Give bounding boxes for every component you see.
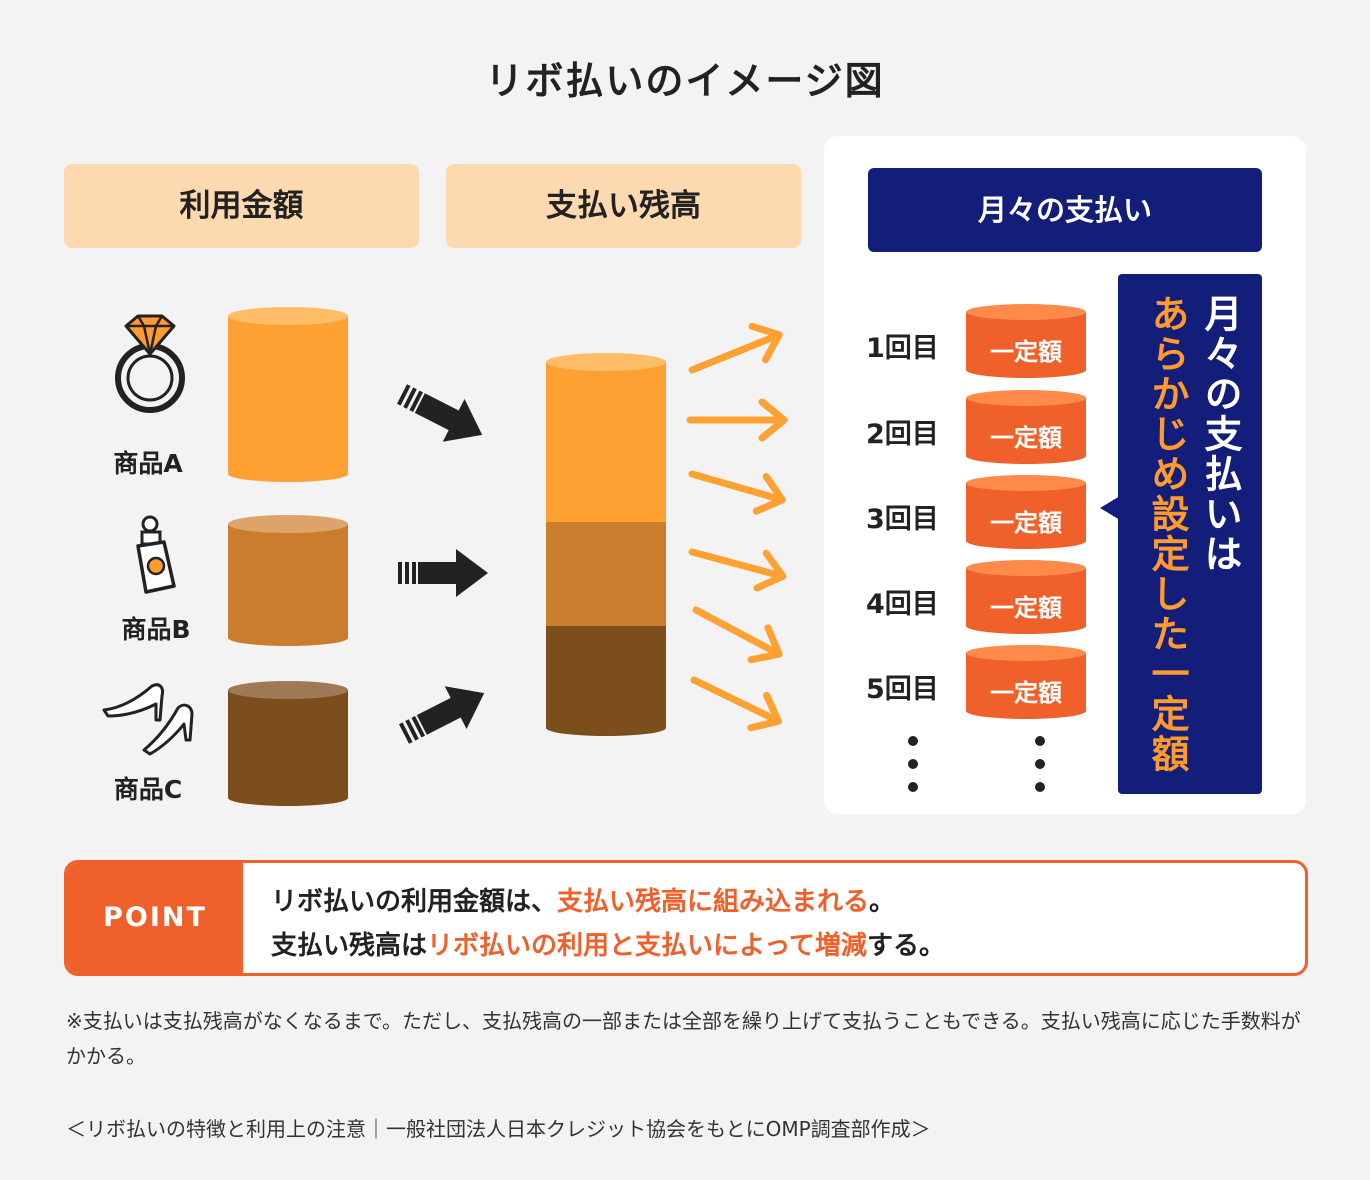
payment-cylinder-1 bbox=[966, 304, 1086, 378]
callout-line1: 月々の支払いは bbox=[1198, 294, 1242, 574]
item-label-c: 商品C bbox=[113, 775, 183, 804]
payment-cylinder-2 bbox=[966, 390, 1086, 464]
payment-round-2: 2回目 bbox=[866, 419, 939, 450]
item-b-cylinder bbox=[228, 515, 348, 646]
arrow-balance-to-payment-2 bbox=[690, 402, 784, 438]
point-line2-highlight: リボ払いの利用と支払いによって増減 bbox=[427, 931, 867, 961]
point-line1-highlight: 支払い残高に組み込まれる bbox=[557, 887, 870, 917]
arrow-item-a-to-balance bbox=[391, 372, 494, 457]
high-heels-icon bbox=[102, 683, 194, 756]
item-c-cylinder bbox=[228, 681, 348, 806]
point-box: POINT リボ払いの利用金額は、支払い残高に組み込まれる。 支払い残高はリボ払… bbox=[64, 860, 1308, 976]
continuation-dots-amounts bbox=[1035, 736, 1045, 805]
source-note: ＜リボ払いの特徴と利用上の注意｜一般社団法人日本クレジット協会をもとにOMP調査… bbox=[66, 1117, 931, 1141]
page-title: リボ払いのイメージ図 bbox=[485, 59, 885, 103]
payment-round-4: 4回目 bbox=[866, 589, 939, 620]
continuation-dots-rounds bbox=[908, 736, 918, 805]
payment-cylinder-5 bbox=[966, 645, 1086, 719]
point-line2-text-c: する。 bbox=[866, 931, 945, 961]
payment-cylinder-4 bbox=[966, 560, 1086, 634]
point-line-1: リボ払いの利用金額は、支払い残高に組み込まれる。 bbox=[271, 881, 895, 918]
arrow-balance-to-payment-3 bbox=[687, 457, 787, 518]
footnote: ※支払いは支払残高がなくなるまで。ただし、支払残高の一部または全部を繰り上げて支… bbox=[66, 1009, 1301, 1068]
point-line2-text-a: 支払い残高は bbox=[271, 931, 428, 961]
arrow-item-b-to-balance bbox=[398, 549, 488, 597]
ring-icon bbox=[115, 314, 185, 413]
item-label-b: 商品B bbox=[121, 615, 191, 644]
payment-amount-4: 一定額 bbox=[990, 594, 1062, 622]
payment-amount-5: 一定額 bbox=[990, 679, 1062, 707]
payment-amount-1: 一定額 bbox=[990, 338, 1062, 366]
header-balance: 支払い残高 bbox=[446, 164, 801, 248]
callout-box bbox=[1118, 274, 1262, 794]
point-label: POINT bbox=[67, 863, 243, 973]
header-usage-amount: 利用金額 bbox=[64, 164, 419, 248]
arrow-balance-to-payment-4 bbox=[687, 535, 787, 594]
callout-pointer bbox=[1100, 496, 1120, 520]
header-monthly: 月々の支払い bbox=[868, 168, 1262, 252]
arrow-balance-to-payment-6 bbox=[686, 664, 786, 738]
payment-amount-3: 一定額 bbox=[990, 509, 1062, 537]
point-line-2: 支払い残高はリボ払いの利用と支払いによって増減する。 bbox=[271, 925, 945, 962]
arrow-balance-to-payment-5 bbox=[688, 594, 788, 670]
payment-round-3: 3回目 bbox=[866, 504, 939, 535]
payment-amount-2: 一定額 bbox=[990, 424, 1062, 452]
point-line1-text-a: リボ払いの利用金額は、 bbox=[271, 887, 558, 917]
item-label-a: 商品A bbox=[113, 449, 183, 478]
callout-line2: あらかじめ設定した一定額 bbox=[1145, 294, 1189, 774]
payment-round-5: 5回目 bbox=[866, 674, 939, 705]
perfume-bottle-icon bbox=[136, 515, 176, 594]
item-a-cylinder bbox=[228, 307, 348, 482]
arrow-balance-to-payment-1 bbox=[685, 318, 786, 387]
payment-round-1: 1回目 bbox=[866, 333, 939, 364]
arrow-item-c-to-balance bbox=[393, 671, 496, 756]
balance-stack-cylinder bbox=[546, 353, 666, 736]
payment-cylinder-3 bbox=[966, 475, 1086, 549]
point-line1-text-c: 。 bbox=[869, 887, 896, 917]
